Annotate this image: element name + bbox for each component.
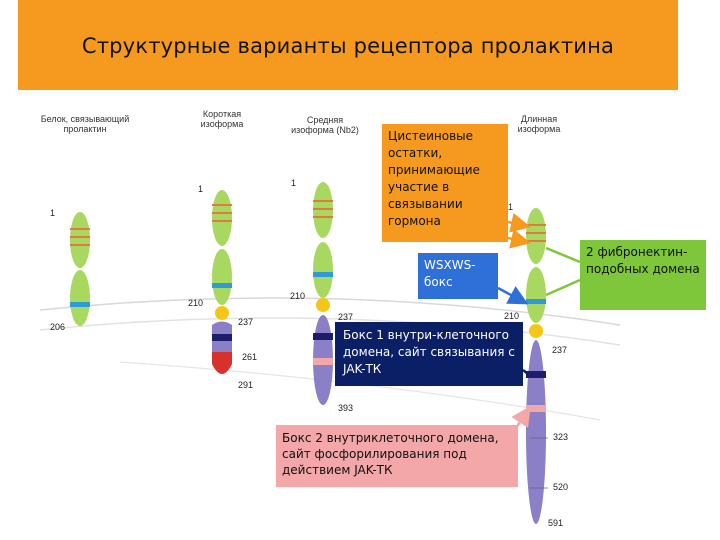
short-box1-band <box>212 334 232 341</box>
fib-arrow-2 <box>545 278 581 297</box>
num-long-323: 323 <box>553 432 569 442</box>
num-long-591: 591 <box>548 518 564 528</box>
col-label-long-isoform: Длинная изоформа <box>517 114 561 134</box>
long-wsxws-band <box>526 299 546 304</box>
callout-fibronectin: 2 фибронектин-подобных домена <box>580 240 706 310</box>
num-short-261: 261 <box>242 352 258 362</box>
callout-wsxws: WSXWS-бокс <box>418 253 498 299</box>
mid-wsxws-band <box>313 272 333 277</box>
long-intracellular <box>526 340 546 524</box>
short-cys-stripe <box>212 220 232 222</box>
binding-protein <box>70 212 90 326</box>
bp-cys-stripe <box>70 236 90 238</box>
mid-box1-band <box>313 333 333 340</box>
box2-arrow <box>511 405 531 429</box>
title-banner: Структурные варианты рецептора пролактин… <box>18 0 678 90</box>
long-cys-stripe <box>526 240 546 242</box>
num-mid-1: 1 <box>291 178 297 188</box>
cys-arrow-1 <box>507 212 531 233</box>
bp-domain-1 <box>70 212 90 268</box>
mid-cys-stripe <box>313 208 333 210</box>
long-transmembrane <box>529 324 543 338</box>
short-domain-2 <box>212 249 232 305</box>
num-bp-206: 206 <box>50 322 66 332</box>
short-transmembrane <box>215 306 229 320</box>
short-domain-1 <box>212 190 232 246</box>
mid-domain-2 <box>313 242 333 298</box>
bp-cys-stripe <box>70 244 90 246</box>
num-long-520: 520 <box>553 482 569 492</box>
bp-domain-2 <box>70 270 90 326</box>
box1-arrow <box>522 369 529 375</box>
num-mid-393: 393 <box>338 403 354 413</box>
col-label-binding-protein: Белок, связывающий пролактин <box>40 114 130 134</box>
num-long-237: 237 <box>552 345 568 355</box>
long-isoform <box>526 208 548 524</box>
long-cys-stripe <box>526 224 546 226</box>
wsxws-arrow <box>497 286 529 305</box>
short-isoform <box>212 190 232 374</box>
cys-arrow-2 <box>507 228 531 249</box>
mid-cys-stripe <box>313 216 333 218</box>
long-box2-band <box>526 405 546 412</box>
short-wsxws-band <box>212 283 232 288</box>
short-cys-stripe <box>212 204 232 206</box>
long-domain-2 <box>526 267 546 323</box>
long-domain-1 <box>526 208 546 264</box>
col-label-middle-isoform: Средняя изоформа (Nb2) <box>291 115 359 135</box>
short-cys-stripe <box>212 212 232 214</box>
num-bp-1: 1 <box>50 208 56 218</box>
callout-cysteine: Цистеиновые остатки, принимающие участие… <box>382 124 508 242</box>
long-cys-stripe <box>526 232 546 234</box>
mid-box2-band <box>313 358 333 365</box>
mid-transmembrane <box>316 298 330 312</box>
middle-isoform <box>313 182 333 405</box>
num-short-291: 291 <box>238 380 254 390</box>
bp-wsxws-band <box>70 302 90 307</box>
bp-cys-stripe <box>70 228 90 230</box>
num-short-210: 210 <box>188 298 204 308</box>
num-short-1: 1 <box>198 184 204 194</box>
page-title: Структурные варианты рецептора пролактин… <box>81 34 615 58</box>
long-box1-band <box>526 371 546 378</box>
num-long-210: 210 <box>504 311 520 321</box>
num-short-237: 237 <box>238 317 254 327</box>
callout-box2: Бокс 2 внутриклеточного домена, сайт фос… <box>276 425 518 487</box>
col-label-short-isoform: Короткая изоформа <box>200 109 244 129</box>
num-mid-237: 237 <box>338 312 354 322</box>
callout-box1: Бокс 1 внутри-клеточного домена, сайт св… <box>335 322 523 386</box>
short-tail <box>212 352 232 374</box>
num-mid-210: 210 <box>290 291 306 301</box>
num-long-1: 1 <box>508 202 514 212</box>
fib-arrow-1 <box>545 246 581 264</box>
mid-cys-stripe <box>313 200 333 202</box>
